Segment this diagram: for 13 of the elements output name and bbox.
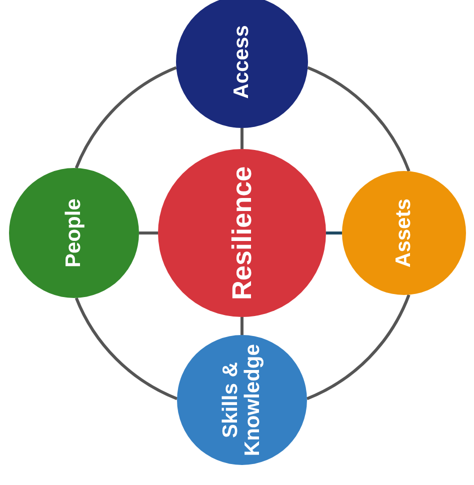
- ring-arc: [307, 66, 410, 172]
- connector-line: [240, 128, 244, 149]
- node-label: Resilience: [228, 165, 256, 302]
- node-label: People: [62, 198, 86, 270]
- ring-arc: [74, 66, 177, 169]
- connector-line: [326, 232, 342, 234]
- node-label: Access: [230, 24, 254, 101]
- ring-arc: [74, 297, 178, 400]
- ring-arc: [306, 294, 410, 400]
- connector-line: [139, 232, 158, 234]
- node-label: Skills & Knowledge: [220, 343, 264, 458]
- connector-line: [240, 317, 244, 335]
- node-label: Assets: [392, 198, 416, 270]
